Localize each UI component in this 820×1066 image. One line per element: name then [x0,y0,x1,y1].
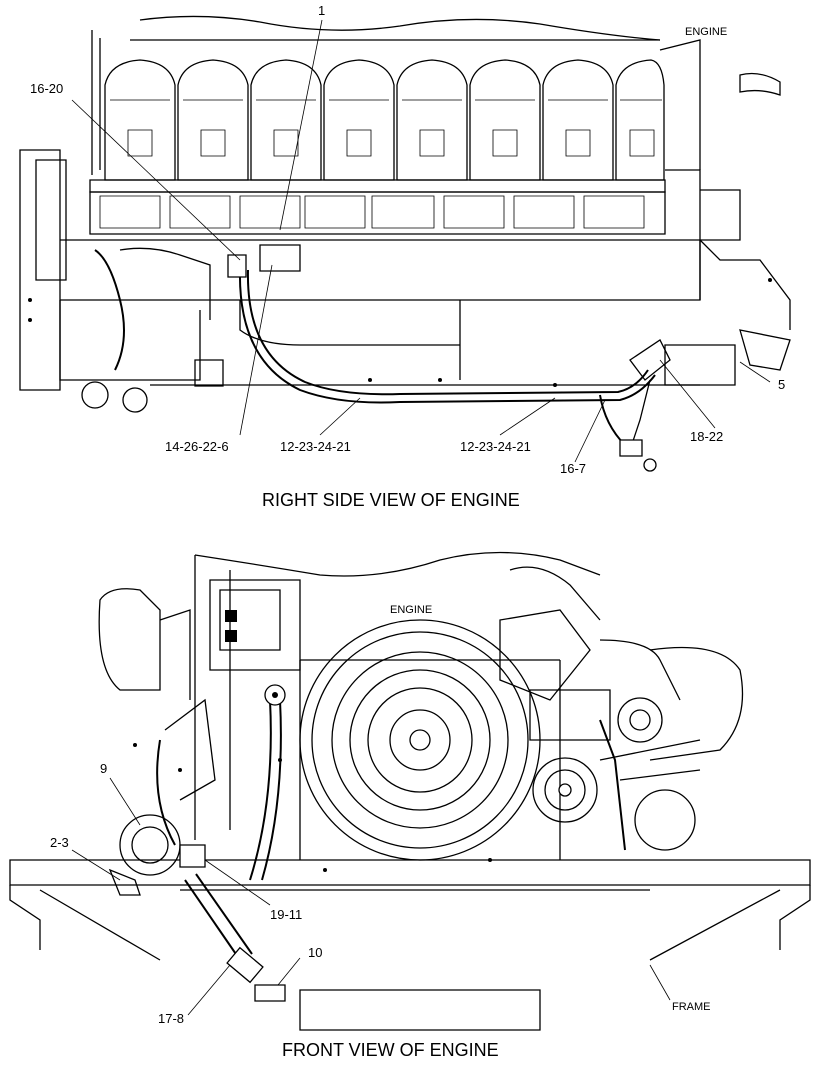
callout-12-23-24-21-b: 12-23-24-21 [460,439,531,454]
right-side-view-caption: RIGHT SIDE VIEW OF ENGINE [262,490,520,510]
right-view-leader-lines [72,20,770,462]
front-view-leader-lines [72,778,670,1015]
pump-assembly [110,815,205,895]
callout-9: 9 [100,761,108,776]
callout-16-20: 16-20 [30,81,64,96]
cylinder-heads [105,60,664,180]
flywheel [300,620,540,860]
right-side-view-drawing [20,16,790,471]
engine-label-right-view: ENGINE [685,26,728,38]
frame-label: FRAME [672,1001,711,1013]
front-view-drawing [10,553,810,1031]
callout-5: 5 [778,377,786,392]
callout-19-11: 19-11 [270,907,303,922]
callout-16-7: 16-7 [560,461,587,476]
callout-17-8: 17-8 [158,1011,185,1026]
callout-1: 1 [318,3,326,18]
callout-18-22: 18-22 [690,429,724,444]
callout-10: 10 [308,945,323,960]
engine-label-front-view: ENGINE [390,604,433,616]
front-view-caption: FRONT VIEW OF ENGINE [282,1040,499,1060]
callout-2-3: 2-3 [50,835,69,850]
callout-14-26-22-6: 14-26-22-6 [165,439,229,454]
frame [10,860,810,1030]
callout-12-23-24-21-a: 12-23-24-21 [280,439,351,454]
